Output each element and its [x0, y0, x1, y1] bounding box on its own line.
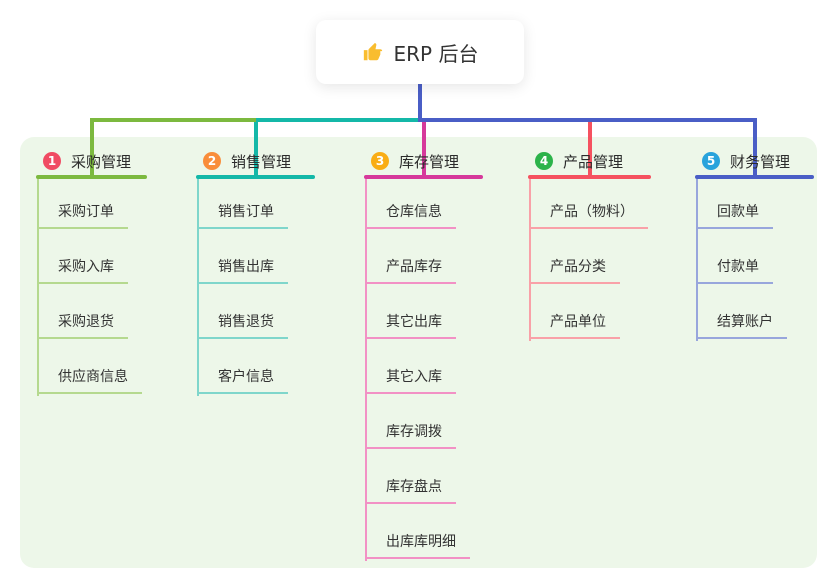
bus-segment-middle — [255, 118, 418, 122]
branch-number-badge: 3 — [371, 152, 389, 170]
child-node[interactable]: 销售退货 — [197, 310, 288, 339]
background-panel — [20, 137, 817, 568]
child-node[interactable]: 采购订单 — [37, 200, 128, 229]
child-node[interactable]: 采购入库 — [37, 255, 128, 284]
child-node[interactable]: 客户信息 — [197, 365, 288, 394]
branch-drop-line — [587, 118, 592, 177]
branch-number-badge: 4 — [535, 152, 553, 170]
child-node[interactable]: 供应商信息 — [37, 365, 142, 394]
branch-number-badge: 1 — [43, 152, 61, 170]
thumbs-up-icon — [362, 41, 384, 63]
branch-number-badge: 5 — [702, 152, 720, 170]
child-node[interactable]: 付款单 — [696, 255, 773, 284]
child-connector-rail — [529, 179, 531, 341]
child-node[interactable]: 出库库明细 — [365, 530, 470, 559]
child-connector-rail — [197, 179, 199, 396]
child-node[interactable]: 销售出库 — [197, 255, 288, 284]
child-node[interactable]: 其它入库 — [365, 365, 456, 394]
branch-underline — [695, 175, 814, 179]
branch-drop-line — [421, 118, 426, 177]
child-node[interactable]: 结算账户 — [696, 310, 787, 339]
branch-underline — [196, 175, 315, 179]
child-connector-rail — [365, 179, 367, 561]
root-connector-line — [418, 84, 422, 122]
child-node[interactable]: 产品（物料） — [529, 200, 648, 229]
branch-underline — [528, 175, 651, 179]
branch-label: 销售管理 — [231, 152, 292, 171]
child-node[interactable]: 采购退货 — [37, 310, 128, 339]
branch-underline — [364, 175, 483, 179]
child-connector-rail — [696, 179, 698, 341]
child-connector-rail — [37, 179, 39, 396]
branch-drop-line — [752, 118, 757, 177]
root-node[interactable]: ERP 后台 — [316, 20, 524, 84]
branch-number-badge: 2 — [203, 152, 221, 170]
branch-header-2[interactable]: 2 销售管理 — [196, 148, 291, 174]
bus-segment-right — [418, 118, 757, 122]
branch-drop-line — [89, 118, 94, 177]
child-node[interactable]: 产品库存 — [365, 255, 456, 284]
branch-label: 产品管理 — [563, 152, 624, 171]
branch-header-4[interactable]: 4 产品管理 — [528, 148, 623, 174]
branch-header-5[interactable]: 5 财务管理 — [695, 148, 790, 174]
child-node[interactable]: 产品分类 — [529, 255, 620, 284]
bus-segment-left — [89, 118, 256, 122]
child-node[interactable]: 其它出库 — [365, 310, 456, 339]
root-label: ERP 后台 — [393, 41, 479, 66]
branch-label: 库存管理 — [399, 152, 460, 171]
child-node[interactable]: 回款单 — [696, 200, 773, 229]
child-node[interactable]: 产品单位 — [529, 310, 620, 339]
child-node[interactable]: 仓库信息 — [365, 200, 456, 229]
branch-header-3[interactable]: 3 库存管理 — [364, 148, 459, 174]
branch-label: 财务管理 — [730, 152, 791, 171]
child-node[interactable]: 库存调拨 — [365, 420, 456, 449]
branch-header-1[interactable]: 1 采购管理 — [36, 148, 131, 174]
branch-underline — [36, 175, 147, 179]
child-node[interactable]: 库存盘点 — [365, 475, 456, 504]
branch-label: 采购管理 — [71, 152, 132, 171]
child-node[interactable]: 销售订单 — [197, 200, 288, 229]
branch-drop-line — [253, 118, 258, 177]
